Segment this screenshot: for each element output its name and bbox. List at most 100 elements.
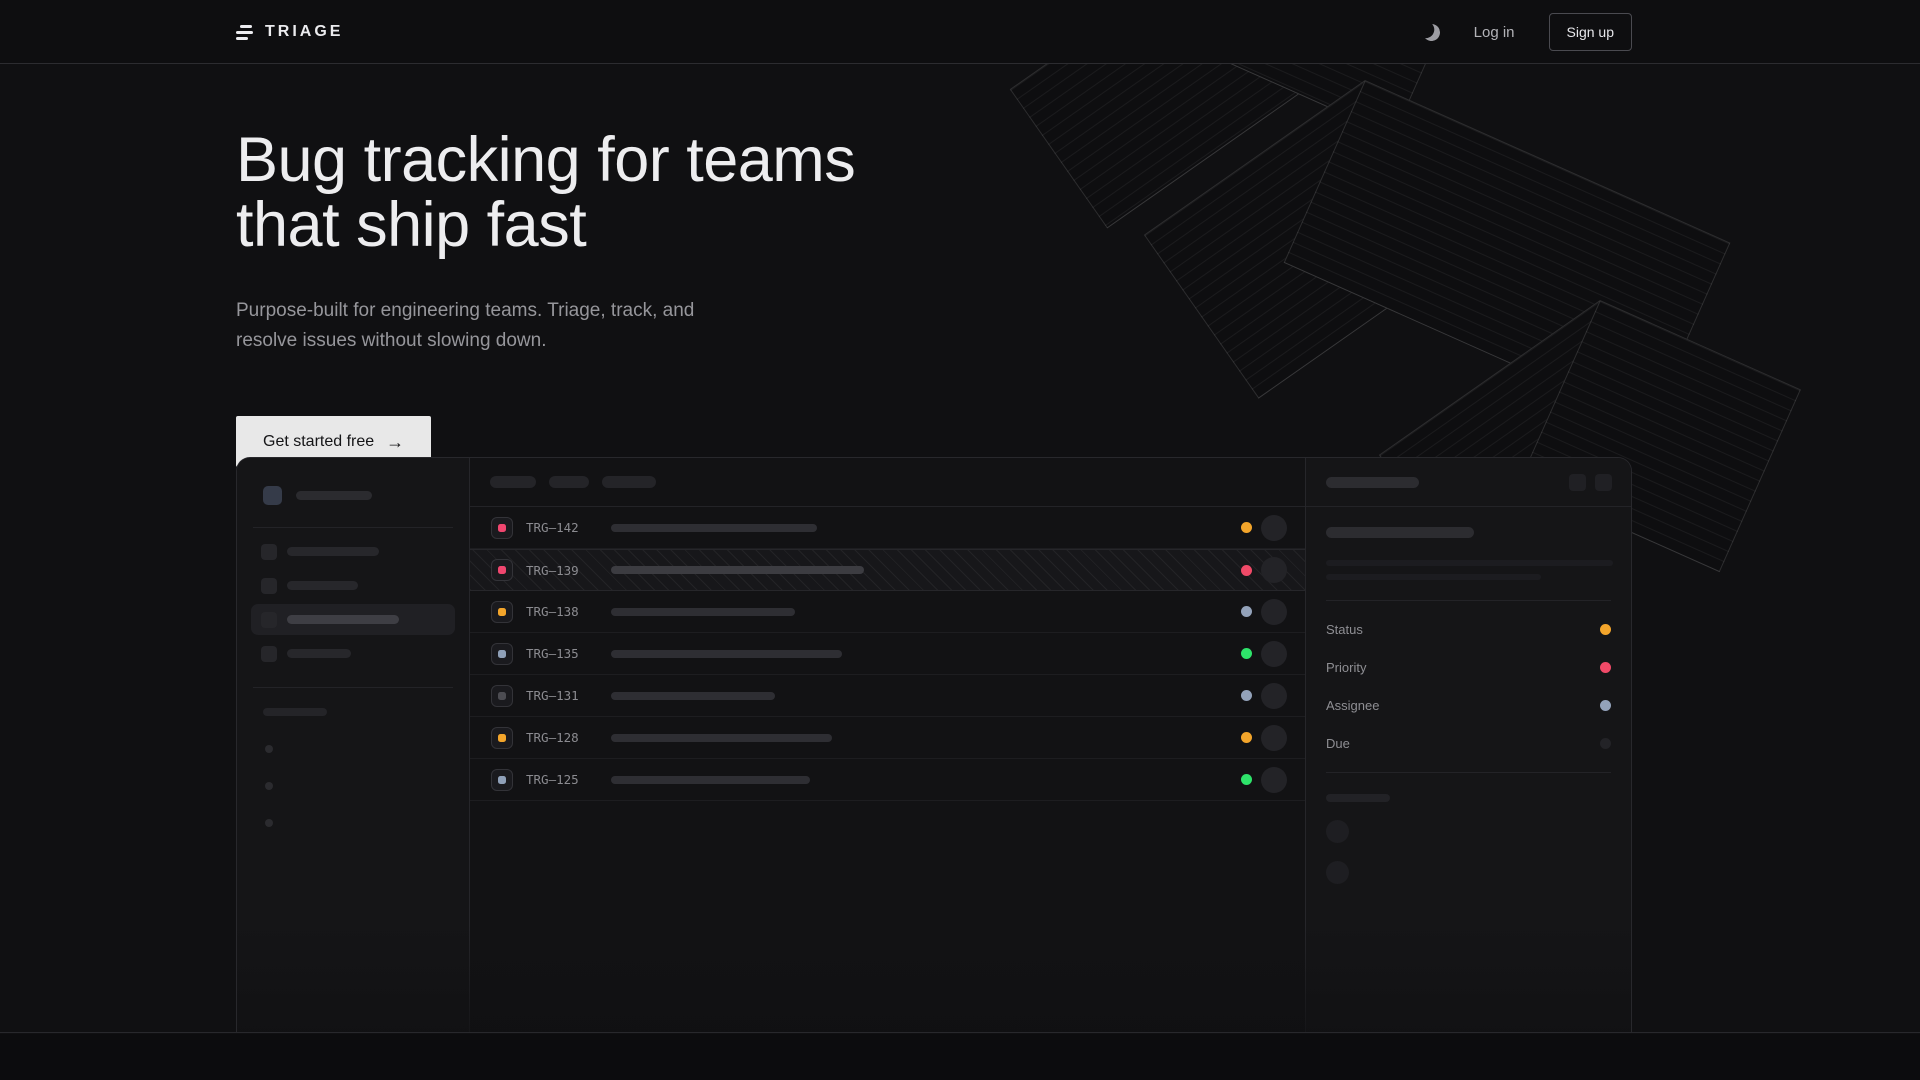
mockup-nav-item [251, 536, 455, 567]
nav-icon-placeholder [261, 645, 277, 662]
theme-toggle-moon-icon[interactable] [1421, 22, 1441, 42]
issue-row-meta [1241, 598, 1287, 625]
top-nav-bar: TRIAGE Log in Sign up [0, 0, 1920, 64]
issue-title-placeholder [611, 566, 864, 574]
nav-icon-placeholder [261, 577, 277, 594]
detail-field: Status [1306, 610, 1631, 648]
issue-row-meta [1241, 640, 1287, 667]
issue-row: TRG–131 [470, 675, 1305, 717]
issue-type-icon [491, 642, 513, 665]
assignee-avatar [1261, 557, 1287, 583]
issue-title-placeholder [611, 523, 817, 532]
issue-row: TRG–125 [470, 759, 1305, 801]
mockup-list-tabs [470, 458, 1305, 507]
assignee-avatar [1261, 640, 1287, 667]
tab-placeholder [602, 476, 656, 488]
issue-type-dot [498, 733, 506, 742]
top-nav-inner: TRIAGE Log in Sign up [236, 0, 1632, 64]
card-bottom-fade [237, 923, 1631, 1032]
issue-id: TRG–142 [526, 520, 579, 535]
detail-field: Priority [1306, 648, 1631, 686]
field-value-dot [1600, 661, 1611, 673]
issue-row: TRG–139 [470, 549, 1305, 591]
skeleton-bar [1326, 794, 1390, 802]
issue-id: TRG–135 [526, 646, 579, 661]
skeleton-line [1326, 574, 1541, 580]
brand-logo[interactable]: TRIAGE [236, 23, 343, 41]
issue-title-placeholder [611, 691, 775, 700]
issue-id: TRG–139 [526, 562, 579, 578]
signup-button[interactable]: Sign up [1548, 13, 1632, 51]
divider [1326, 772, 1611, 773]
skeleton-dot [265, 745, 273, 753]
nav-icon-placeholder [261, 611, 277, 628]
arrow-right-icon: → [386, 431, 405, 452]
issue-type-icon [491, 726, 513, 749]
status-dot [1241, 522, 1252, 533]
status-dot [1241, 774, 1252, 785]
detail-field: Due [1306, 724, 1631, 762]
field-value-dot [1600, 623, 1611, 635]
hero-title: Bug tracking for teams that ship fast [236, 125, 856, 260]
issue-title-placeholder [611, 649, 842, 658]
issue-title-placeholder [611, 733, 832, 742]
login-link[interactable]: Log in [1473, 23, 1515, 41]
field-label: Assignee [1326, 697, 1380, 713]
assignee-avatar [1261, 514, 1287, 541]
tab-placeholder [490, 476, 536, 488]
mockup-nav-item [251, 638, 455, 669]
detail-field: Assignee [1306, 686, 1631, 724]
skeleton-bar [287, 581, 358, 590]
skeleton-bar [287, 615, 399, 624]
issue-type-icon [491, 684, 513, 707]
issue-type-icon [491, 768, 513, 791]
header-actions: Log in Sign up [1423, 13, 1632, 51]
issue-id: TRG–125 [526, 772, 579, 787]
issue-type-dot [498, 607, 506, 616]
status-dot [1241, 606, 1252, 617]
mockup-workspace-row [237, 458, 469, 505]
nav-icon-placeholder [261, 543, 277, 560]
skeleton-bar [263, 708, 327, 716]
footer-section [0, 1034, 1920, 1080]
issue-title-placeholder [611, 607, 795, 616]
cta-label: Get started free [263, 432, 375, 450]
issue-row: TRG–135 [470, 633, 1305, 675]
issue-row: TRG–142 [470, 507, 1305, 549]
issue-row-meta [1241, 514, 1287, 541]
issue-type-dot [498, 775, 506, 784]
issue-type-icon [491, 600, 513, 623]
hero-title-line2: that ship fast [236, 190, 587, 260]
mockup-nav-item [251, 570, 455, 601]
detail-panel-header [1306, 458, 1631, 507]
hero-title-line1: Bug tracking for teams [236, 125, 856, 195]
field-value-dot [1600, 737, 1611, 749]
mockup-nav-item-active [251, 604, 455, 635]
issue-type-dot [498, 566, 506, 574]
field-value-dot [1600, 699, 1611, 711]
status-dot [1241, 732, 1252, 743]
tab-placeholder [549, 476, 589, 488]
assignee-avatar [1261, 724, 1287, 751]
field-label: Status [1326, 621, 1363, 637]
skeleton-bar [287, 547, 379, 556]
assignee-avatar [1261, 598, 1287, 625]
mockup-nav-list [237, 536, 469, 669]
skeleton-bar [1326, 476, 1419, 488]
issue-type-dot [498, 691, 506, 700]
issue-type-dot [498, 649, 506, 658]
issue-type-dot [498, 523, 506, 532]
issue-row-meta [1241, 724, 1287, 751]
skeleton-dot [265, 782, 273, 790]
status-dot [1241, 648, 1252, 659]
app-mockup-card: TRG–142 TRG–139 TRG–138 TRG–1 [236, 457, 1632, 1032]
hero-copy: Bug tracking for teams that ship fast Pu… [236, 125, 856, 467]
divider [253, 527, 453, 528]
brand-name: TRIAGE [265, 23, 344, 40]
issue-id: TRG–138 [526, 604, 579, 619]
detail-panel-buttons [1569, 473, 1612, 491]
issue-row: TRG–138 [470, 591, 1305, 633]
triage-bars-icon [236, 24, 253, 40]
skeleton-line [1326, 560, 1613, 566]
